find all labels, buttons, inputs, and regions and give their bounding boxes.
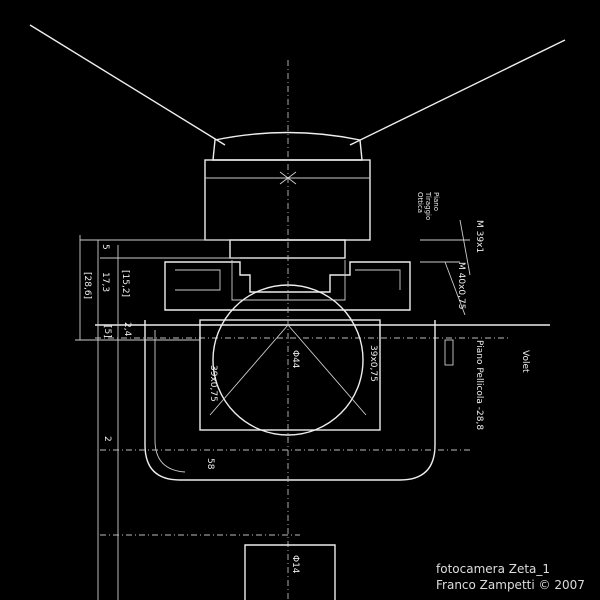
dim-line [459,219,471,276]
diameter-14: Φ14 [290,555,300,574]
fov-line-right [349,39,566,146]
label-m39: M 39x1 [474,220,484,254]
cone-right [287,324,367,416]
housing-inner-curve [154,330,186,473]
dim-5: 5 [100,244,110,250]
film-box [199,319,381,431]
lens-body [204,159,371,241]
caption-title: fotocamera Zeta_1 [436,562,551,576]
dim-2-4: 2,4 [122,322,132,337]
diameter-44: Φ44 [290,350,300,369]
tripod-tube [244,544,336,600]
dim-2: 2 [102,436,112,442]
lens-front [212,131,363,161]
mount-steps [175,260,401,301]
dim-5b: [5] [102,325,112,338]
cone-left [209,324,289,416]
label-piano-pellicola: Piano Pellicola -28,8 [474,340,484,431]
label-piano-tiraggio: Piano Tiraggio Ottica [416,192,440,221]
caption-author: Franco Zampetti © 2007 [436,578,585,592]
thread-right: 39x0,75 [368,345,378,382]
volet-tab [444,339,454,366]
dim-15-2: [15,2] [120,270,130,298]
thread-left: 39x0,75 [208,365,218,402]
camera-housing [144,320,436,481]
label-volet: Volet [520,350,530,373]
dim-17-3: 17,3 [100,272,110,293]
dim-line [444,261,466,316]
dim-28-6: [28,6] [82,272,92,300]
mount-body [164,261,411,311]
label-m40: M 40x0,75 [456,262,466,310]
lens-mount-ring [229,239,346,259]
center-mark [279,171,297,185]
fov-line-left [29,24,226,146]
diameter-58: 58 [205,458,215,470]
